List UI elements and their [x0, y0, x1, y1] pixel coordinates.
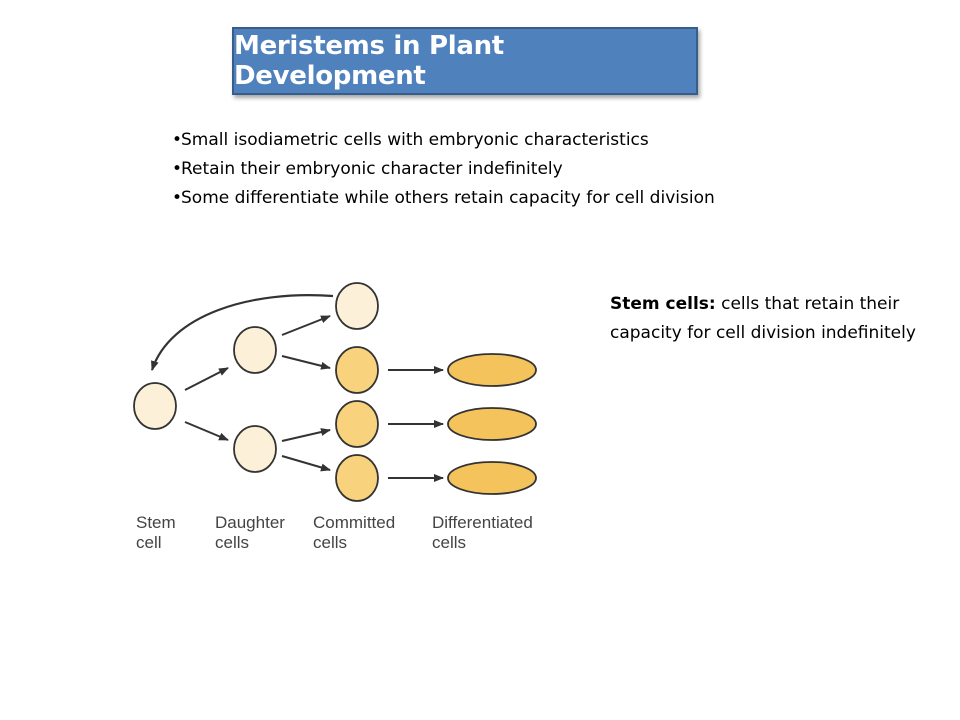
differentiated-cell [447, 407, 537, 441]
daughter-cell-bottom [233, 425, 277, 473]
committed-cell [335, 454, 379, 502]
differentiated-cell [447, 461, 537, 495]
bullet-list: •Small isodiametric cells with embryonic… [172, 126, 715, 213]
definition-term: Stem cells: [610, 294, 716, 314]
committed-cell [335, 400, 379, 448]
differentiated-cell [447, 353, 537, 387]
stem-cell-diagram: Stem cell Daughter cells Committed cells… [133, 282, 537, 552]
stem-cell-definition: Stem cells: cells that retain their capa… [610, 290, 940, 348]
label-stem-cell: Stem [136, 513, 176, 532]
label-daughter-cells: Daughter [215, 513, 285, 532]
return-arrow [150, 294, 334, 371]
label-daughter-cells: cells [215, 533, 249, 552]
bullet-dot-icon: • [172, 188, 183, 208]
bullet-item: •Retain their embryonic character indefi… [172, 155, 715, 184]
stem-cell [133, 382, 177, 430]
arrow [281, 315, 331, 336]
bullet-dot-icon: • [172, 159, 183, 179]
retained-stem-cell [335, 282, 379, 330]
label-differentiated-cells: cells [432, 533, 466, 552]
definition-text: cells that retain their capacity for cel… [610, 294, 916, 343]
label-committed-cells: Committed [313, 513, 395, 532]
label-stem-cell: cell [136, 533, 162, 552]
committed-cell [335, 346, 379, 394]
arrow [281, 428, 331, 442]
bullet-item: •Small isodiametric cells with embryonic… [172, 126, 715, 155]
daughter-cell-top [233, 326, 277, 374]
page-title: Meristems in Plant Development [234, 31, 504, 91]
arrow [184, 421, 229, 441]
label-differentiated-cells: Differentiated [432, 513, 533, 532]
bullet-item: •Some differentiate while others retain … [172, 184, 715, 213]
bullet-dot-icon: • [172, 130, 183, 150]
arrow [281, 355, 331, 370]
title-box: Meristems in Plant Development [232, 27, 698, 95]
arrow [184, 367, 229, 391]
label-committed-cells: cells [313, 533, 347, 552]
arrow [281, 455, 331, 472]
